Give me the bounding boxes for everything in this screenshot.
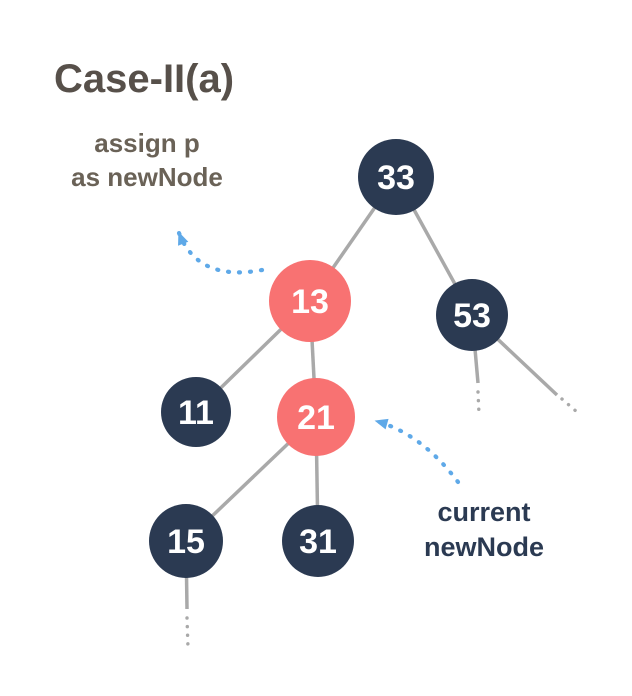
assign-annotation-line1: assign p [94, 128, 199, 158]
subtree-continuation-dots-53-right [560, 397, 579, 414]
current-annotation-line2: newNode [424, 532, 544, 562]
subtree-continuations [185, 390, 579, 650]
subtree-continuation-dots-53-left [476, 390, 481, 416]
current-annotation-line1: current [437, 497, 530, 527]
node-21-circle [277, 378, 355, 456]
node-53-label: 53 [453, 297, 491, 335]
node-33-circle [358, 139, 434, 215]
node-53-circle [436, 279, 508, 351]
node-13-circle [269, 260, 351, 342]
dashed-arrow-to-node-21 [373, 418, 461, 485]
node-31-label: 31 [299, 523, 337, 561]
tree-nodes: 33 13 53 11 21 15 31 [149, 139, 508, 578]
node-33-label: 33 [377, 159, 415, 197]
subtree-continuation-dots-15 [185, 616, 190, 650]
node-15-circle [149, 504, 223, 578]
current-annotation: current newNode [424, 497, 544, 562]
dashed-arrow-to-assign-label [176, 230, 265, 275]
page-title: Case-II(a) [54, 57, 234, 101]
node-15-label: 15 [167, 523, 205, 561]
assign-annotation-line2: as newNode [71, 162, 223, 192]
node-11-circle [161, 377, 231, 447]
node-11-label: 11 [178, 394, 214, 432]
node-21-label: 21 [297, 399, 335, 437]
node-31-circle [282, 505, 354, 577]
annotation-arrows [176, 230, 461, 485]
node-13-label: 13 [291, 283, 329, 321]
assign-annotation: assign p as newNode [71, 128, 223, 192]
